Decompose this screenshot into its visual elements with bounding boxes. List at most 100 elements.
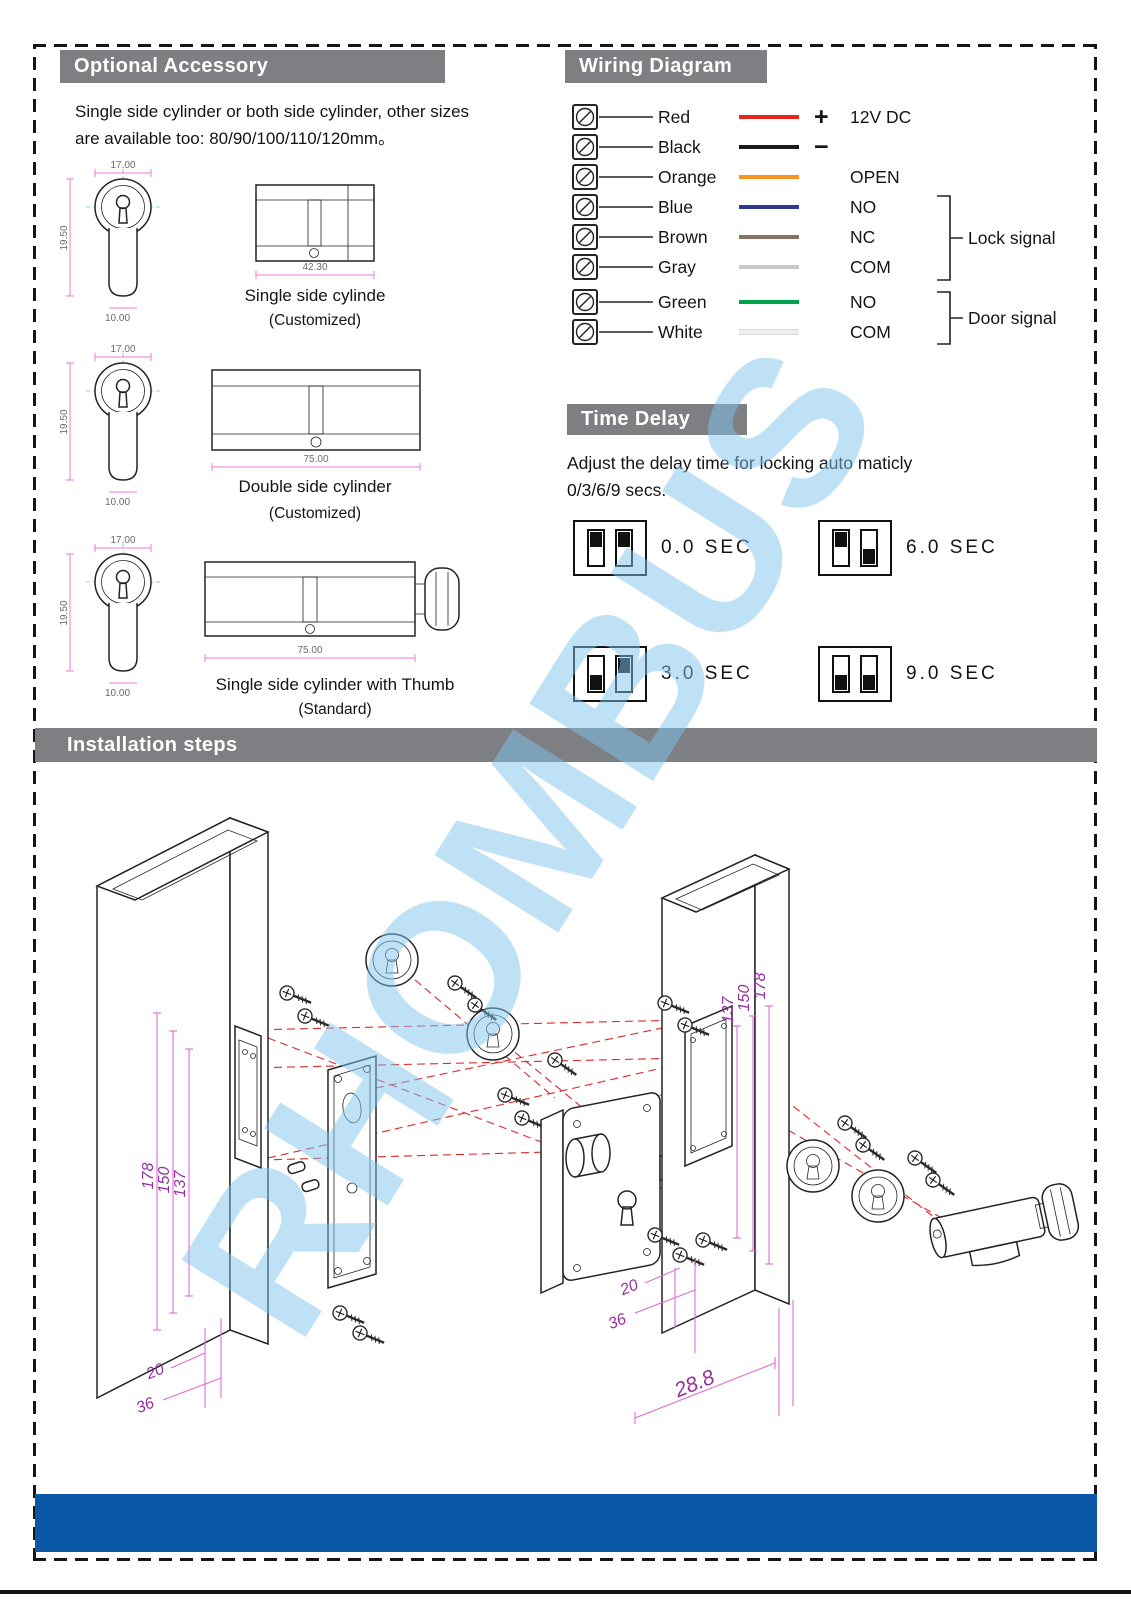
terminal-icon (572, 254, 598, 280)
figure2-dimensions: 17.00 19.50 10.00 (60, 344, 152, 508)
wire-name: Gray (658, 257, 696, 277)
wire-row-gray: Gray COM (572, 254, 891, 280)
wire-symbol: − (814, 133, 829, 161)
dip-slot-1 (587, 529, 605, 567)
dip-slot-2 (615, 529, 633, 567)
dip-box (573, 520, 647, 576)
dim-height: 19.50 (60, 225, 70, 250)
screw-icon (276, 982, 315, 1011)
dip-label: 0.0 SEC (661, 537, 753, 558)
terminal-icon (572, 134, 598, 160)
dim-20: 20 (617, 1277, 641, 1300)
dip-switch-3sec: 3.0 SEC (573, 646, 753, 702)
dim-width: 17.00 (110, 535, 135, 546)
page-border-bottom (33, 1558, 1097, 1561)
cylinder-side-view (255, 184, 375, 262)
cylinder-side-view (204, 561, 460, 637)
lock-signal-bracket (937, 195, 963, 281)
figure3-length-dimension: 75.00 (204, 645, 416, 662)
cylinder-side-view (211, 369, 421, 451)
escutcheon-ring (466, 1007, 520, 1061)
figure1-subcaption: (Customized) (269, 312, 361, 329)
dip-label: 3.0 SEC (661, 663, 753, 684)
screw-icon (544, 1049, 582, 1082)
dip-box (573, 646, 647, 702)
lock-signal-label: Lock signal (968, 228, 1056, 248)
dim-stem: 10.00 (105, 497, 130, 508)
pin (287, 1161, 306, 1175)
dip-box (818, 646, 892, 702)
delay-line-1: Adjust the delay time for locking auto m… (567, 453, 913, 473)
cylinder-front-view (85, 168, 161, 297)
terminal-icon (572, 164, 598, 190)
dip-slot-2 (860, 655, 878, 693)
wire-name: Red (658, 107, 690, 127)
escutcheon-ring (365, 933, 419, 987)
header-time-delay-label: Time Delay (581, 408, 691, 430)
escutcheon-ring (851, 1169, 905, 1223)
figure2-subcaption: (Customized) (269, 505, 361, 522)
figure-single-side-cylinder: 17.00 19.50 10.00 42.30 Single side cyli… (60, 160, 386, 329)
dim-height: 19.50 (60, 600, 70, 625)
dim-150: 150 (156, 1167, 173, 1194)
figure1-caption: Single side cylinde (245, 286, 386, 305)
wire-function: COM (850, 257, 891, 277)
dip-slot-1 (832, 655, 850, 693)
dip-slot-1 (587, 655, 605, 693)
wire-name: Green (658, 292, 707, 312)
lock-recess (684, 1004, 733, 1168)
dim-20: 20 (143, 1361, 167, 1384)
header-optional-accessory-label: Optional Accessory (74, 55, 269, 77)
terminal-icon (572, 319, 598, 345)
terminal-icon (572, 104, 598, 130)
figure3-caption: Single side cylinder with Thumb (216, 675, 455, 694)
header-installation-steps: Installation steps (35, 728, 1097, 762)
dim-137: 137 (720, 996, 737, 1024)
wire-function: 12V DC (850, 107, 911, 127)
dim-137: 137 (172, 1170, 189, 1198)
right-dimensions: 137 150 178 20 36 28.8 (606, 973, 794, 1424)
wire-row-blue: Blue NO (572, 194, 876, 220)
terminal-icon (572, 224, 598, 250)
wire-function: NC (850, 227, 875, 247)
dip-slot-2 (615, 655, 633, 693)
dim-length: 42.30 (302, 262, 327, 273)
wire-function: NO (850, 292, 876, 312)
escutcheon-ring (786, 1139, 840, 1193)
wire-name: Orange (658, 167, 716, 187)
header-time-delay: Time Delay (567, 404, 747, 435)
left-face-plate (287, 1055, 377, 1289)
wire-row-red: Red + 12V DC (572, 103, 911, 131)
dim-length: 75.00 (297, 645, 322, 656)
intro-line-2: are available too: 80/90/100/110/120mm。 (75, 129, 396, 148)
wire-name: Black (658, 137, 701, 157)
page-bottom-line (0, 1590, 1131, 1594)
page-border-right (1094, 44, 1097, 1561)
deadbolt-knob (565, 1138, 585, 1178)
figure3-subcaption: (Standard) (298, 701, 371, 718)
wiring-diagram: Red + 12V DC Black − Orange OPEN Blue (572, 103, 1057, 345)
dim-36: 36 (606, 1311, 629, 1333)
terminal-icon (572, 194, 598, 220)
dim-178: 178 (140, 1163, 157, 1190)
dip-label: 6.0 SEC (906, 537, 998, 558)
optional-accessory-intro: Single side cylinder or both side cylind… (75, 98, 469, 152)
wire-name: Brown (658, 227, 708, 247)
header-wiring-diagram-label: Wiring Diagram (579, 55, 733, 77)
page-border-left (33, 44, 36, 1561)
wire-name: Blue (658, 197, 693, 217)
screw-icon (922, 1169, 960, 1202)
figure2-caption: Double side cylinder (238, 477, 391, 496)
dim-stem: 10.00 (105, 313, 130, 324)
wire-row-brown: Brown NC (572, 224, 875, 250)
wire-row-orange: Orange OPEN (572, 164, 900, 190)
figure3-dimensions: 17.00 19.50 10.00 (60, 535, 152, 699)
wire-row-black: Black − (572, 133, 829, 161)
installation-diagram: 178 150 137 20 36 137 150 178 (95, 816, 1080, 1424)
euro-cylinder-hole (617, 1190, 637, 1210)
figure1-length-dimension: 42.30 (255, 262, 375, 279)
dim-178: 178 (752, 973, 769, 1000)
dip-switch-9sec: 9.0 SEC (818, 646, 998, 702)
footer-bar (35, 1494, 1097, 1552)
cylinder-front-view (85, 543, 161, 672)
